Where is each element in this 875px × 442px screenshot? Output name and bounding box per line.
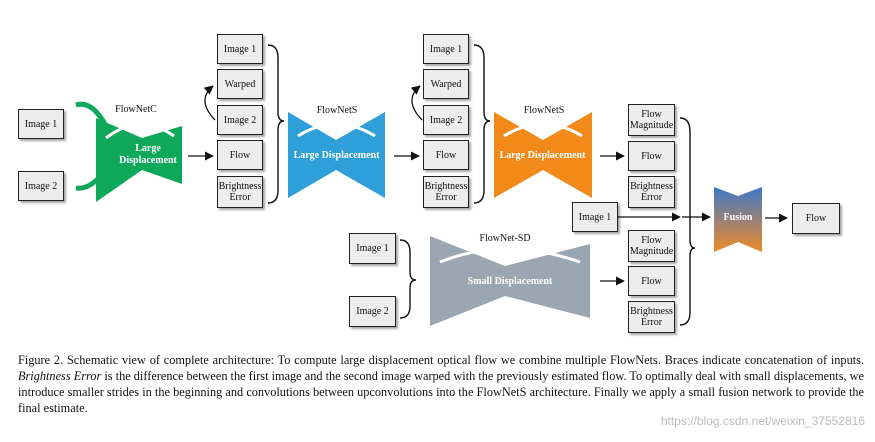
figure-caption: Figure 2. Schematic view of complete arc… [18,352,864,416]
c1-brightness-line2: Error [229,192,251,203]
c1-brightness-line1: Brightness [218,181,262,192]
sd-flow-box: Flow [628,266,675,296]
flownetc-label-line2: Displacement [119,155,177,166]
sd-brightness-line2: Error [640,317,663,328]
caption-italic-term: Brightness Error [18,369,102,383]
flownets-1-title: FlowNetS [316,105,358,116]
fusion-label: Fusion [723,212,753,223]
sd-brightness-line1: Brightness [630,306,673,317]
flownet-sd-label: Small Displacement [467,276,553,287]
architecture-figure: FlowNetC Large Displacement FlowNetS Lar… [18,34,840,333]
c1-image1-box: Image 1 [217,34,263,64]
out-brightness-line1: Brightness [630,181,673,192]
c2-image2-box: Image 2 [423,105,469,135]
sd-image2-box: Image 2 [349,296,396,327]
out-mag-line1: Flow [641,109,662,120]
flownets-1-label: Large Displacement [293,150,380,161]
mid-image1-box: Image 1 [572,202,618,232]
c2-image1-box: Image 1 [423,34,469,64]
final-flow-box: Flow [792,203,840,234]
flownetc-label: Large Displacement [108,143,188,167]
c2-brightness-line2: Error [435,192,457,203]
c1-flow-box: Flow [217,140,263,170]
flownet-sd-shape [430,236,590,326]
flownetc-label-line1: Large [135,143,161,154]
c1-warped-box: Warped [217,69,263,99]
flownetc-shape [75,101,182,202]
sd-mag-line2: Magnitude [629,246,674,257]
caption-part2: is the difference between the first imag… [18,369,864,415]
flownet-sd-title: FlowNet-SD [479,233,531,244]
c2-flow-box: Flow [423,140,469,170]
caption-part1: Figure 2. Schematic view of complete arc… [18,353,864,367]
watermark-text: https://blog.csdn.net/weixin_37552816 [660,414,865,428]
c2-brightness-line1: Brightness [424,181,468,192]
figure-graphics [75,44,788,326]
flownets-1-shape [288,112,385,198]
out-mag-line2: Magnitude [629,120,674,131]
input-image2-box: Image 2 [18,171,64,201]
c2-warped-box: Warped [423,69,469,99]
sd-image1-box: Image 1 [349,233,396,264]
c1-image2-box: Image 2 [217,105,263,135]
flownets-2-shape [494,112,592,198]
out-flow-box: Flow [628,141,675,171]
flownets-2-label: Large Displacement [499,150,586,161]
flownets-2-title: FlowNetS [523,105,565,116]
input-image1-box: Image 1 [18,109,64,139]
fusion-shape [714,187,762,252]
flownetc-title: FlowNetC [115,104,157,115]
sd-mag-line1: Flow [641,235,662,246]
out-brightness-line2: Error [640,192,663,203]
